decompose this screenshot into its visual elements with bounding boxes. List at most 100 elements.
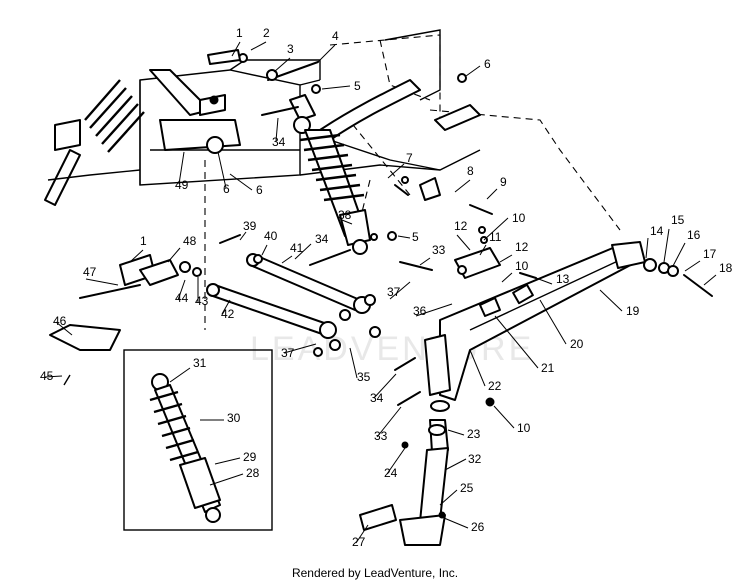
callout-48: 48 [183, 234, 197, 248]
leader-line-22 [469, 349, 486, 387]
leader-line-49 [178, 151, 185, 185]
callout-22: 22 [488, 379, 502, 393]
leader-line-42 [221, 299, 231, 315]
leader-line-33 [376, 406, 402, 438]
callout-leader-lines [44, 41, 717, 544]
leader-line-1 [129, 249, 144, 263]
callout-32: 32 [468, 452, 482, 466]
leader-line-37 [389, 281, 411, 300]
leader-line-33 [419, 257, 431, 266]
callout-33: 33 [432, 243, 446, 257]
callout-19: 19 [626, 304, 640, 318]
leader-line-5 [321, 85, 351, 90]
leader-line-48 [167, 247, 181, 263]
leader-line-4 [317, 44, 336, 63]
leader-line-8 [454, 179, 471, 193]
callout-42: 42 [221, 307, 235, 321]
callout-10: 10 [517, 421, 531, 435]
leader-line-31 [169, 367, 191, 383]
leader-line-40 [261, 244, 268, 256]
leader-line-23 [447, 429, 465, 436]
callout-16: 16 [687, 228, 701, 242]
callout-12: 12 [515, 240, 529, 254]
callout-30: 30 [227, 411, 241, 425]
leader-line-2 [250, 41, 267, 51]
callout-47: 47 [83, 265, 97, 279]
leader-line-1 [231, 41, 241, 57]
leader-line-16 [672, 242, 686, 267]
callout-10: 10 [515, 259, 529, 273]
leader-line-5 [397, 235, 411, 239]
left-hardware [49, 254, 202, 386]
callout-29: 29 [243, 450, 257, 464]
callout-4: 4 [332, 29, 339, 43]
leader-line-15 [663, 228, 670, 263]
leader-line-37 [283, 343, 317, 354]
leader-line-19 [599, 289, 623, 312]
leader-line-36 [415, 303, 453, 317]
chassis-frame [139, 29, 621, 330]
left-background-shock [44, 69, 241, 206]
callout-13: 13 [556, 272, 570, 286]
leader-line-45 [44, 375, 63, 378]
callout-12: 12 [454, 219, 468, 233]
leader-line-39 [239, 231, 247, 241]
callout-10: 10 [512, 211, 526, 225]
leader-line-18 [703, 274, 717, 286]
callout-1: 1 [236, 26, 243, 40]
callout-9: 9 [500, 175, 507, 189]
callout-8: 8 [467, 164, 474, 178]
callout-38: 38 [338, 208, 352, 222]
callout-44: 44 [175, 291, 189, 305]
callout-43: 43 [195, 294, 209, 308]
leader-line-17 [684, 260, 701, 272]
callout-46: 46 [53, 314, 67, 328]
leader-line-34 [275, 117, 279, 142]
leader-line-32 [444, 458, 467, 471]
leader-line-3 [273, 57, 291, 73]
callout-6: 6 [256, 183, 263, 197]
leader-line-27 [355, 524, 369, 544]
callout-41: 41 [290, 241, 304, 255]
callout-14: 14 [650, 224, 664, 238]
callout-1: 1 [140, 234, 147, 248]
leader-line-6 [229, 173, 253, 191]
callout-28: 28 [246, 466, 260, 480]
inset-shock-detail [123, 349, 273, 531]
leader-line-41 [281, 255, 293, 264]
callout-2: 2 [263, 26, 270, 40]
leader-line-21 [494, 315, 539, 369]
callout-20: 20 [570, 337, 584, 351]
callout-25: 25 [460, 481, 474, 495]
leader-line-34 [294, 243, 312, 260]
callout-15: 15 [671, 213, 685, 227]
leader-line-6 [465, 65, 481, 77]
callout-6: 6 [484, 57, 491, 71]
callout-11: 11 [489, 230, 502, 244]
leader-line-10 [501, 272, 513, 283]
leader-line-10 [493, 405, 515, 429]
leader-line-20 [539, 299, 567, 345]
callout-23: 23 [467, 427, 481, 441]
callout-21: 21 [541, 361, 555, 375]
callout-37: 37 [281, 346, 295, 360]
callout-34: 34 [315, 232, 329, 246]
leader-line-29 [214, 457, 241, 465]
callout-7: 7 [406, 151, 413, 165]
callout-18: 18 [719, 261, 733, 275]
right-hardware [207, 49, 713, 519]
callout-31: 31 [193, 356, 207, 370]
callout-24: 24 [384, 466, 398, 480]
callout-27: 27 [352, 535, 366, 549]
leader-line-46 [55, 321, 73, 336]
callout-49: 49 [175, 178, 189, 192]
leader-line-13 [535, 277, 553, 285]
callout-5: 5 [412, 230, 419, 244]
leader-line-38 [341, 219, 353, 225]
callout-36: 36 [413, 304, 427, 318]
leader-line-9 [486, 188, 498, 200]
callout-33: 33 [374, 429, 388, 443]
callout-45: 45 [40, 369, 54, 383]
leader-line-7 [387, 163, 405, 179]
